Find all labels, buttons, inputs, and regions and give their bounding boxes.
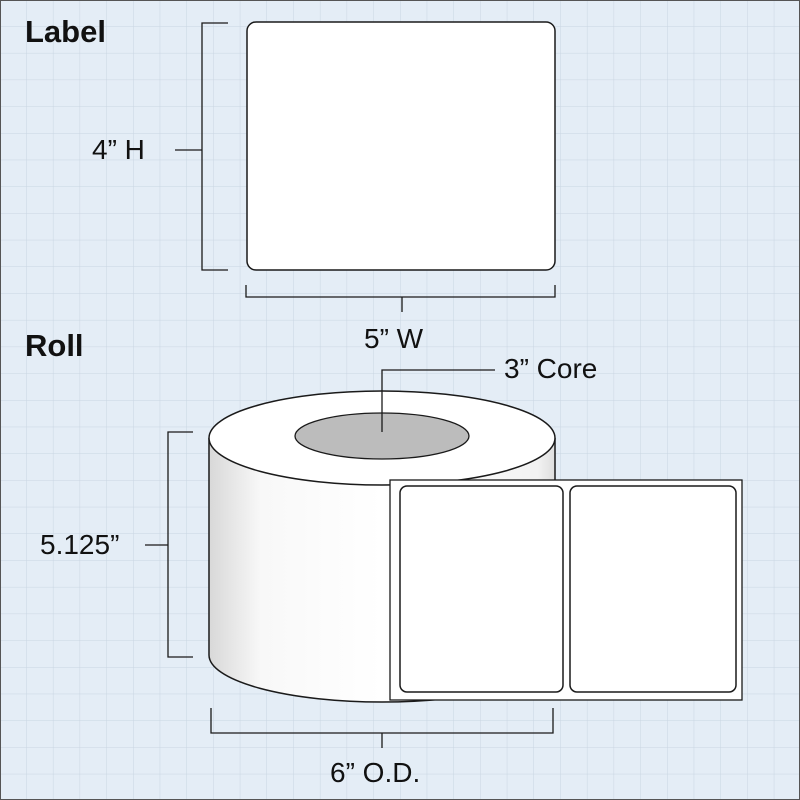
core-text: 3” Core <box>504 353 598 384</box>
od-bracket <box>210 708 554 748</box>
roll-heading: Roll <box>25 328 84 363</box>
outer-diameter-text: 6” O.D. <box>330 757 421 788</box>
roll-label-1 <box>399 485 564 693</box>
label-height-text: 4” H <box>92 134 145 165</box>
height-bracket <box>175 22 228 271</box>
width-bracket <box>245 285 556 312</box>
roll-label-2 <box>569 485 737 693</box>
roll-width-bracket <box>145 431 193 658</box>
core-leader <box>381 369 495 432</box>
roll-width-text: 5.125” <box>40 529 120 560</box>
label-width-text: 5” W <box>364 323 424 354</box>
label-shape <box>246 21 556 271</box>
label-heading: Label <box>25 14 106 49</box>
